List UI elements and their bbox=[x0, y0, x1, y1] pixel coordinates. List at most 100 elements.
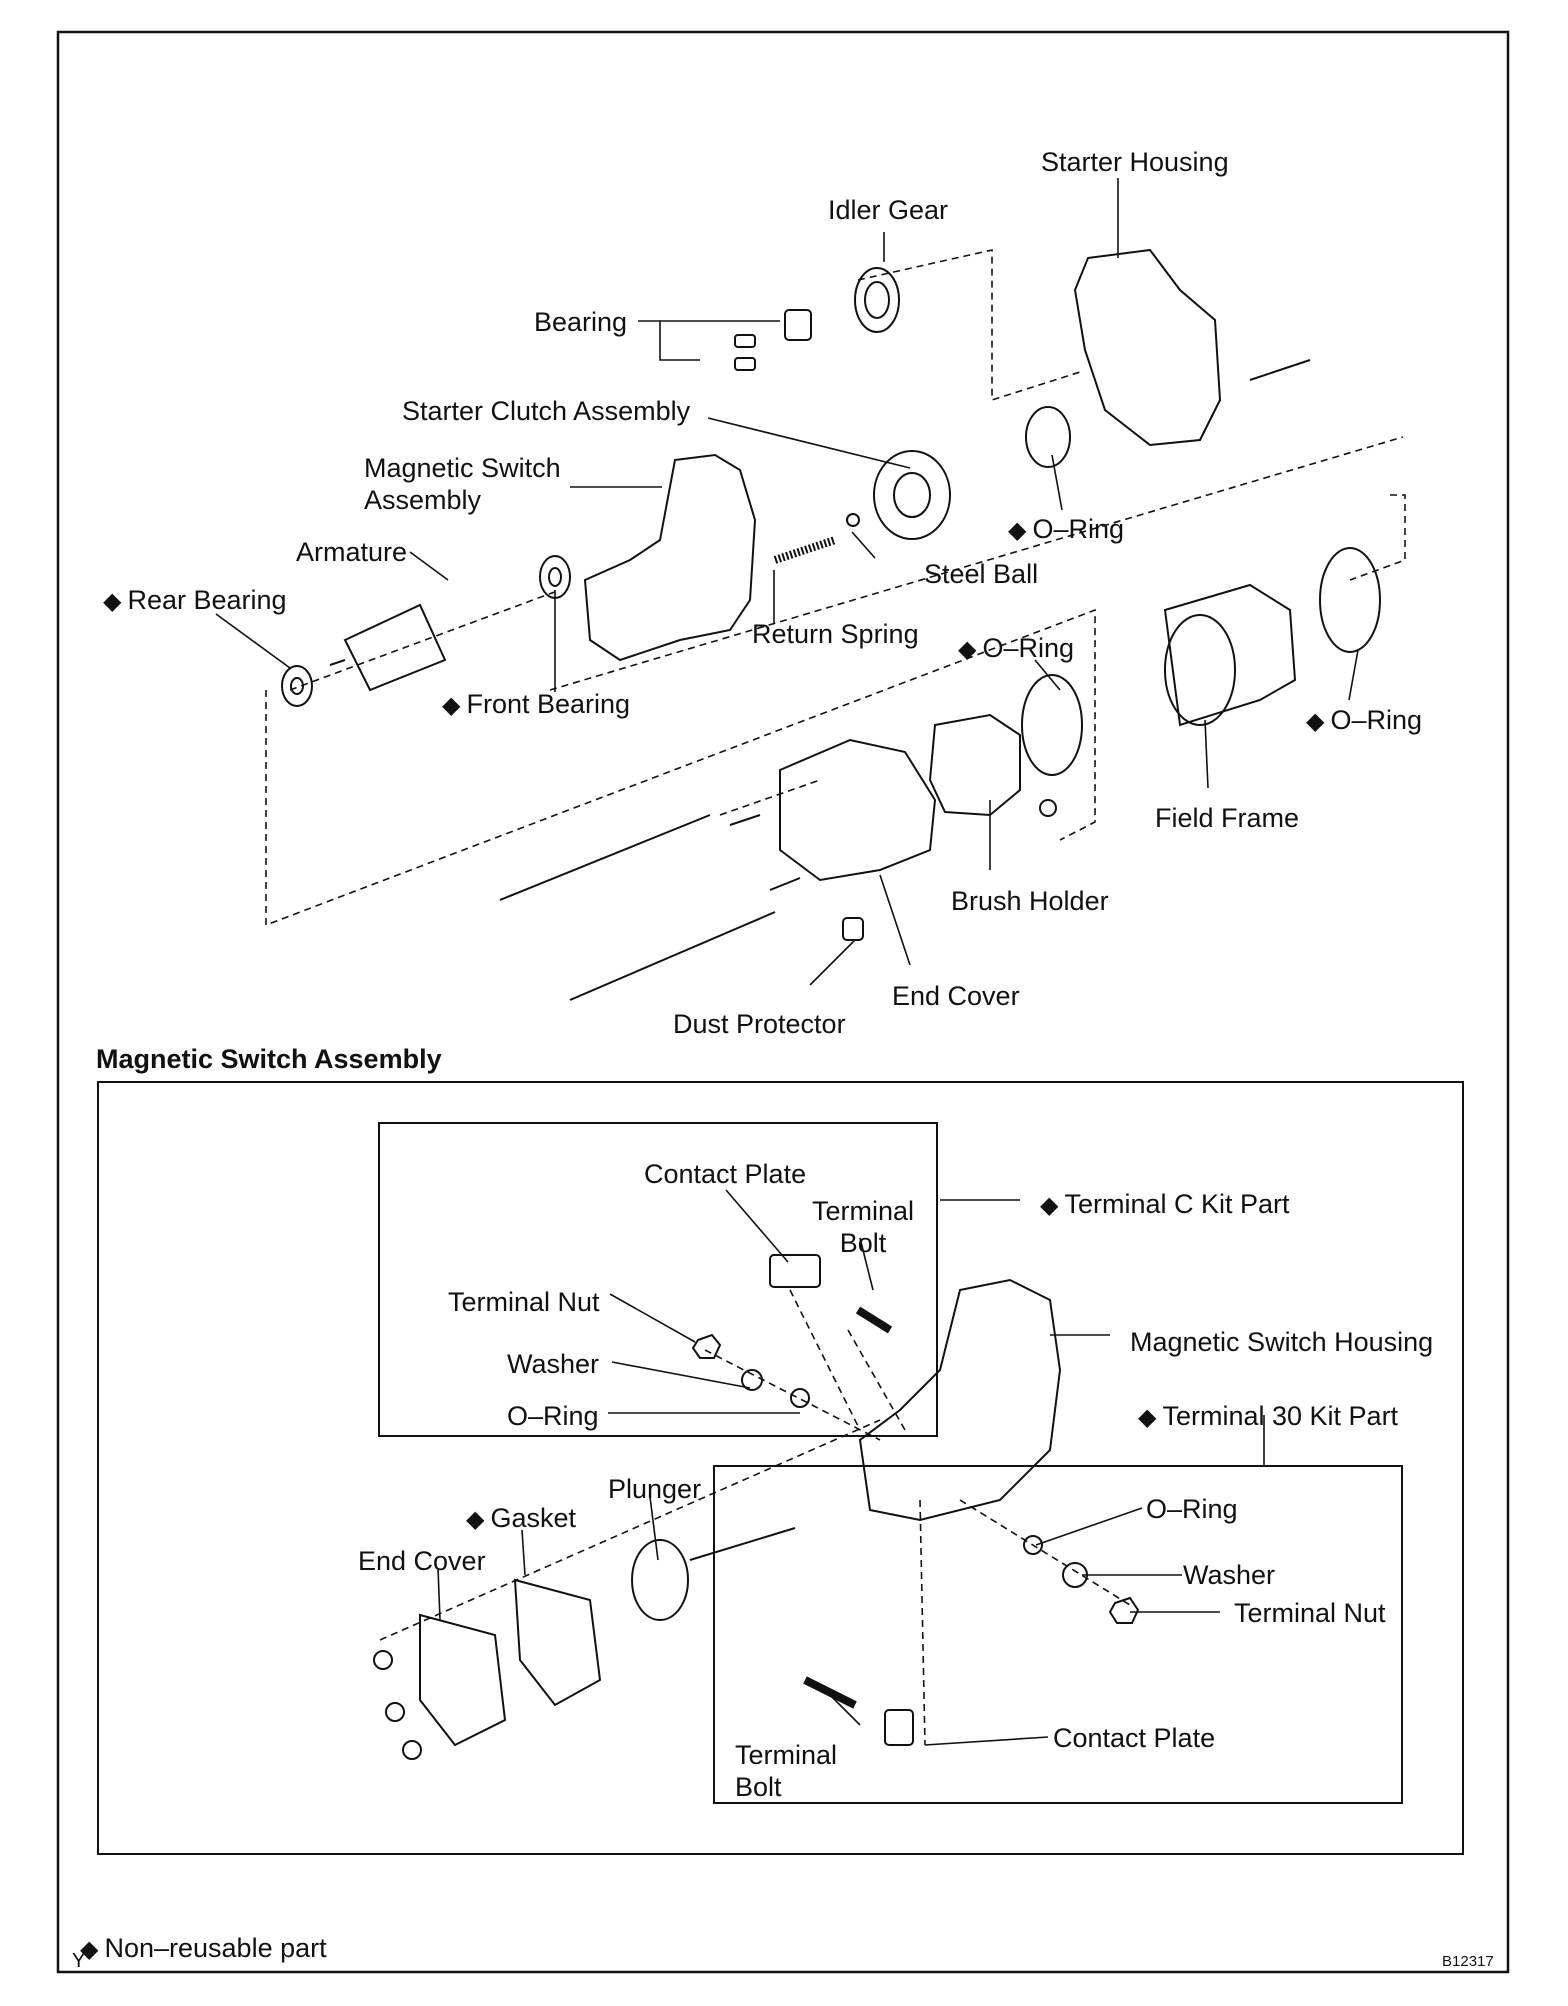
dash-c-contact bbox=[789, 1289, 861, 1431]
label-terminal-c-kit-part: ◆Terminal C Kit Part bbox=[1040, 1189, 1290, 1219]
washer-30-part bbox=[1062, 1562, 1088, 1588]
label-starter-clutch-assembly: Starter Clutch Assembly bbox=[402, 396, 691, 426]
non-reusable-marker: ◆ bbox=[1138, 1404, 1157, 1431]
corner-letter: Y bbox=[72, 1950, 86, 1972]
return-spring-part bbox=[773, 536, 837, 564]
section-title-magnetic-switch-assembly: Magnetic Switch Assembly bbox=[96, 1044, 442, 1074]
outer-frame bbox=[56, 30, 1510, 1974]
housing-bolt-part bbox=[1249, 359, 1311, 381]
nut-part bbox=[1039, 799, 1057, 817]
label-contact-plate-c: Contact Plate bbox=[644, 1159, 807, 1189]
label-front-bearing: ◆Front Bearing bbox=[442, 689, 631, 719]
label-brush-holder: Brush Holder bbox=[951, 886, 1109, 916]
screw2-part bbox=[769, 877, 801, 891]
label-return-spring: Return Spring bbox=[752, 619, 919, 649]
label-o-ring-housing: ◆O–Ring bbox=[1008, 514, 1125, 544]
washer-c-part bbox=[741, 1369, 763, 1391]
terminal-nut-c-part bbox=[691, 1333, 722, 1359]
dash-30-down bbox=[919, 1499, 926, 1746]
label-bearing: Bearing bbox=[534, 307, 628, 337]
label-washer-c: Washer bbox=[507, 1349, 600, 1379]
terminal-nut-30-part bbox=[1108, 1596, 1140, 1624]
non-reusable-marker: ◆ bbox=[958, 636, 977, 663]
figure-code: B12317 bbox=[1442, 1953, 1494, 1970]
label-gasket: ◆Gasket bbox=[466, 1503, 577, 1533]
legend-diamond-icon: ◆ bbox=[80, 1936, 99, 1963]
label-end-cover: End Cover bbox=[892, 981, 1020, 1011]
magnetic-switch-housing-part bbox=[858, 1278, 1062, 1522]
label-terminal-30-kit-part: ◆Terminal 30 Kit Part bbox=[1138, 1401, 1399, 1431]
end-cover-nut2-part bbox=[385, 1702, 405, 1722]
brush-holder-part bbox=[928, 713, 1021, 817]
dash-bolt-axis bbox=[719, 779, 821, 816]
idler-gear-part bbox=[854, 267, 900, 333]
terminal-30-kit-box bbox=[713, 1465, 1403, 1804]
dash-top-diagonal bbox=[549, 436, 1404, 691]
label-field-frame: Field Frame bbox=[1155, 803, 1300, 833]
non-reusable-marker: ◆ bbox=[1040, 1192, 1059, 1219]
terminal-bolt-30-part bbox=[803, 1676, 857, 1709]
label-terminal-bolt-c: Terminal Bolt bbox=[812, 1196, 915, 1258]
non-reusable-marker: ◆ bbox=[103, 588, 122, 615]
label-terminal-bolt-30: Terminal Bolt bbox=[735, 1740, 838, 1802]
dust-protector-part bbox=[842, 917, 864, 941]
contact-plate-c-part bbox=[769, 1254, 821, 1288]
screw-part bbox=[729, 814, 761, 826]
non-reusable-marker: ◆ bbox=[1008, 517, 1027, 544]
gasket-part bbox=[513, 1578, 602, 1707]
bearing-part bbox=[734, 309, 812, 371]
front-bearing-part bbox=[539, 555, 571, 599]
label-magnetic-switch-assembly: Magnetic Switch Assembly bbox=[364, 453, 561, 515]
label-starter-housing: Starter Housing bbox=[1041, 147, 1229, 177]
plunger-part bbox=[631, 1527, 796, 1621]
end-cover-part bbox=[779, 738, 937, 882]
end-cover-nut3-part bbox=[402, 1740, 422, 1760]
label-o-ring-right: ◆O–Ring bbox=[1306, 705, 1423, 735]
terminal-bolt-c-part bbox=[855, 1306, 893, 1334]
o-ring-mid-part bbox=[1021, 674, 1083, 776]
end-cover-lower-part bbox=[419, 1613, 507, 1747]
non-reusable-marker: ◆ bbox=[466, 1506, 485, 1533]
starter-housing-part bbox=[1073, 248, 1222, 447]
dash-main-box bbox=[265, 608, 1096, 927]
dash-right-box bbox=[1349, 494, 1406, 581]
field-frame-part bbox=[1163, 583, 1297, 727]
label-contact-plate-30: Contact Plate bbox=[1053, 1723, 1216, 1753]
through-bolt2-part bbox=[569, 911, 776, 1001]
o-ring-30-part bbox=[1023, 1535, 1043, 1555]
dash-armature-axis bbox=[289, 589, 561, 691]
dash-30-axis bbox=[959, 1499, 1131, 1606]
end-cover-nut-part bbox=[373, 1650, 393, 1670]
terminal-c-kit-box bbox=[378, 1122, 938, 1437]
label-washer-30: Washer bbox=[1183, 1560, 1276, 1590]
o-ring-c-part bbox=[790, 1388, 810, 1408]
label-magnetic-switch-housing: Magnetic Switch Housing bbox=[1130, 1327, 1434, 1357]
armature-part bbox=[329, 603, 447, 692]
non-reusable-marker: ◆ bbox=[1306, 708, 1325, 735]
label-idler-gear: Idler Gear bbox=[828, 195, 949, 225]
rear-bearing-part bbox=[281, 665, 313, 707]
starter-clutch-part bbox=[873, 450, 951, 540]
magnetic-switch-frame bbox=[97, 1081, 1464, 1855]
label-o-ring-c: O–Ring bbox=[507, 1401, 599, 1431]
label-o-ring-30: O–Ring bbox=[1146, 1494, 1238, 1524]
dash-c-bolt bbox=[847, 1329, 906, 1431]
dash-plunger-axis bbox=[379, 1419, 881, 1641]
label-terminal-nut-30: Terminal Nut bbox=[1234, 1598, 1386, 1628]
o-ring-part bbox=[1025, 406, 1071, 468]
label-end-cover-lower: End Cover bbox=[358, 1546, 486, 1576]
o-ring-right-part bbox=[1319, 547, 1381, 653]
label-armature: Armature bbox=[296, 537, 408, 567]
label-plunger: Plunger bbox=[608, 1474, 702, 1504]
contact-plate-30-part bbox=[884, 1709, 914, 1746]
label-steel-ball: Steel Ball bbox=[924, 559, 1039, 589]
label-o-ring-mid: ◆O–Ring bbox=[958, 633, 1075, 663]
through-bolt-part bbox=[499, 814, 711, 901]
magnetic-switch-part bbox=[583, 453, 757, 662]
label-dust-protector: Dust Protector bbox=[673, 1009, 846, 1039]
non-reusable-marker: ◆ bbox=[442, 692, 461, 719]
legend-non-reusable: ◆Non–reusable part bbox=[80, 1933, 327, 1963]
label-rear-bearing: ◆Rear Bearing bbox=[103, 585, 287, 615]
label-terminal-nut-c: Terminal Nut bbox=[448, 1287, 600, 1317]
